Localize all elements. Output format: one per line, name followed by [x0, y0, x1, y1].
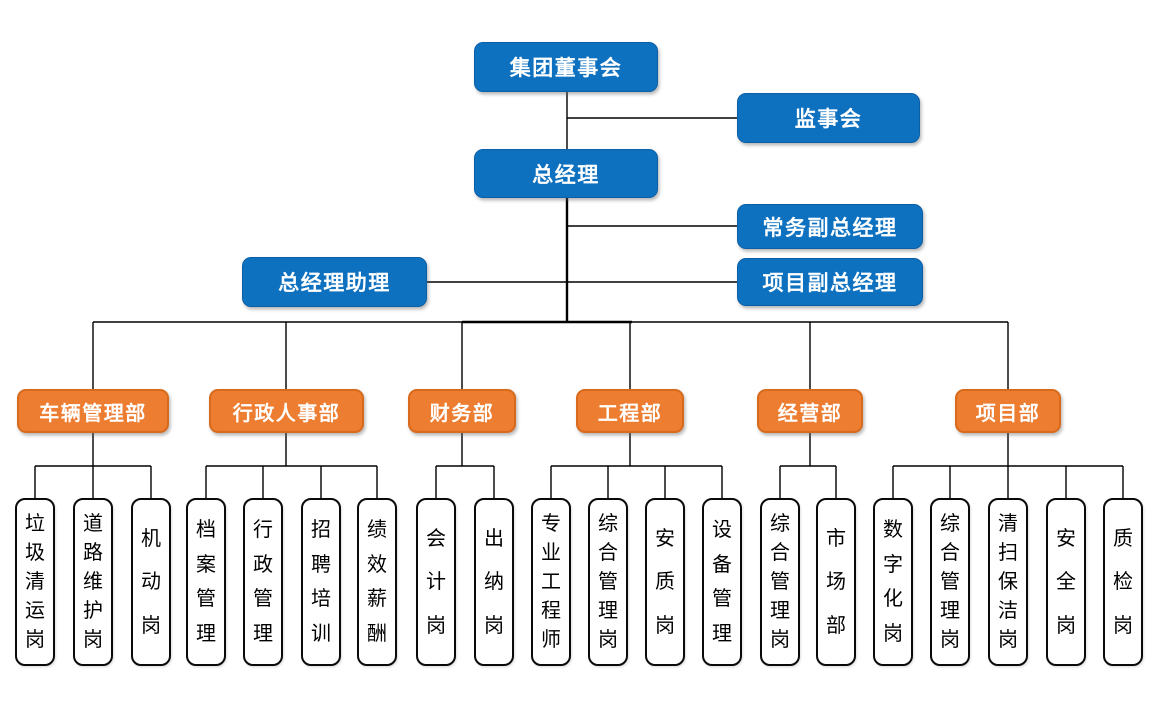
node-gm-assistant: 总经理助理 — [242, 257, 427, 307]
dept-business: 经营部 — [757, 389, 863, 433]
position-node: 出纳岗 — [474, 498, 514, 666]
position-node: 垃圾清运岗 — [15, 498, 55, 666]
position-node: 数字化岗 — [873, 498, 913, 666]
position-node: 机动岗 — [131, 498, 171, 666]
position-node: 综合管理岗 — [930, 498, 970, 666]
position-node: 会计岗 — [416, 498, 456, 666]
dept-project: 项目部 — [955, 389, 1061, 433]
dept-finance: 财务部 — [408, 389, 516, 433]
position-node: 综合管理岗 — [588, 498, 628, 666]
dept-admin-hr: 行政人事部 — [209, 389, 364, 433]
position-node: 道路维护岗 — [73, 498, 113, 666]
dept-vehicle-mgmt: 车辆管理部 — [17, 389, 169, 433]
position-node: 绩效薪酬 — [357, 498, 397, 666]
position-node: 安全岗 — [1046, 498, 1086, 666]
position-node: 设备管理 — [702, 498, 742, 666]
position-node: 招聘培训 — [301, 498, 341, 666]
node-group-board: 集团董事会 — [474, 42, 658, 92]
position-node: 专业工程师 — [531, 498, 571, 666]
position-node: 行政管理 — [243, 498, 283, 666]
position-node: 清扫保洁岗 — [988, 498, 1028, 666]
node-supervisory-board: 监事会 — [737, 93, 920, 143]
position-node: 质检岗 — [1103, 498, 1143, 666]
position-node: 安质岗 — [645, 498, 685, 666]
node-general-manager: 总经理 — [474, 149, 658, 198]
position-node: 综合管理岗 — [760, 498, 800, 666]
position-node: 档案管理 — [186, 498, 226, 666]
node-project-deputy-gm: 项目副总经理 — [737, 258, 923, 306]
position-node: 市场部 — [816, 498, 856, 666]
node-executive-deputy-gm: 常务副总经理 — [737, 204, 923, 249]
dept-engineering: 工程部 — [576, 389, 684, 433]
